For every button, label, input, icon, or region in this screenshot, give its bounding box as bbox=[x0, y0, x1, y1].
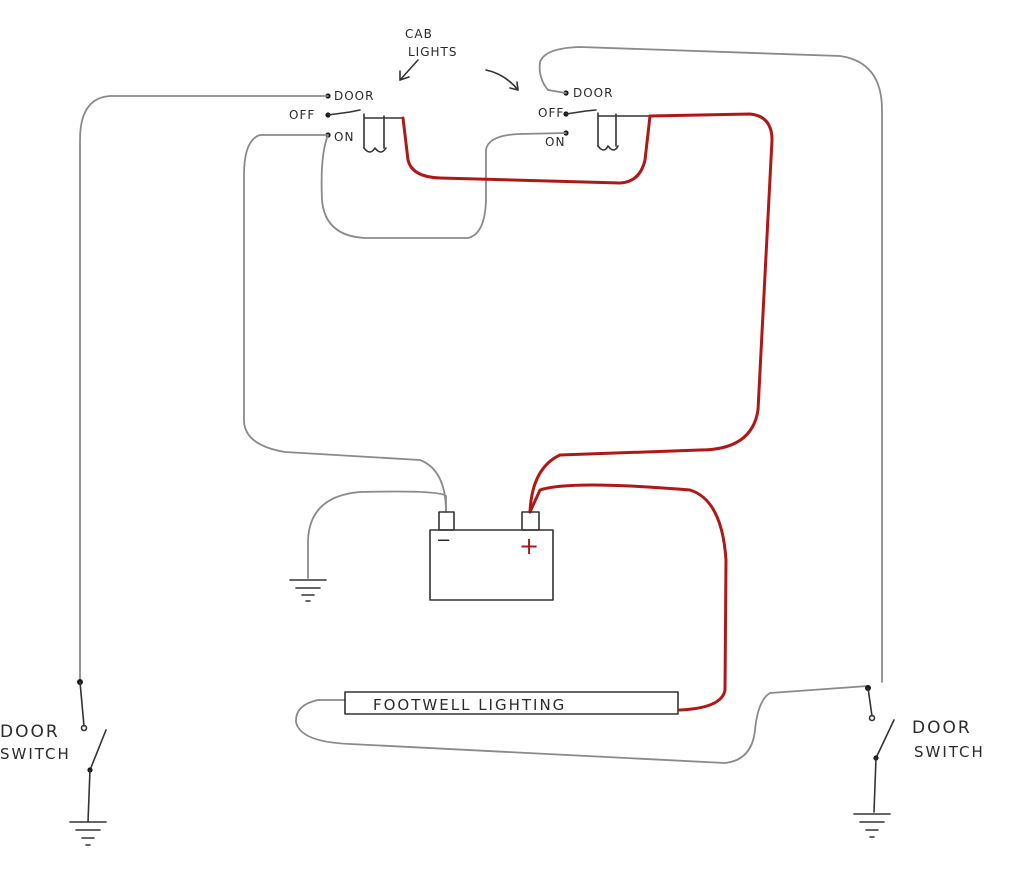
cab-lights-label-line1: CAB bbox=[405, 27, 433, 41]
wire-right-door-circuit bbox=[538, 46, 883, 683]
left-door-switch-lead bbox=[79, 681, 85, 727]
right-switch-bulb-leads bbox=[597, 112, 651, 147]
right-door-switch-label-line2: SWITCH bbox=[914, 743, 985, 761]
cab-lights-title: CAB LIGHTS bbox=[399, 27, 519, 91]
right-door-switch: DOOR SWITCH bbox=[853, 685, 985, 838]
battery-negative-post bbox=[438, 511, 455, 531]
positive-wiring bbox=[401, 112, 774, 712]
left-door-switch: DOOR SWITCH bbox=[0, 679, 107, 846]
left-switch-off-label: OFF bbox=[289, 108, 315, 122]
wire-battery-negative-ground bbox=[307, 490, 447, 579]
arrow-head-right bbox=[509, 81, 519, 91]
battery: − + bbox=[429, 511, 554, 601]
right-door-switch-lead bbox=[867, 687, 873, 717]
left-door-switch-ground-symbol bbox=[69, 769, 107, 846]
right-door-switch-blade bbox=[875, 719, 895, 759]
wire-left-switch-to-right-on bbox=[320, 132, 567, 239]
ground-wiring bbox=[79, 46, 883, 764]
battery-positive-post bbox=[521, 511, 540, 531]
left-door-switch-label-line1: DOOR bbox=[0, 722, 60, 742]
cab-lights-label-line2: LIGHTS bbox=[408, 45, 458, 59]
left-switch-door-label: DOOR bbox=[334, 89, 374, 103]
right-switch-on-label: ON bbox=[545, 135, 565, 149]
wire-left-on-to-battery-negative bbox=[243, 134, 447, 513]
left-door-switch-label-line2: SWITCH bbox=[0, 745, 71, 763]
left-switch-bulb-filament bbox=[363, 147, 387, 153]
right-cab-light-switch: DOOR OFF ON bbox=[538, 86, 651, 151]
left-door-switch-blade bbox=[89, 729, 107, 771]
wire-positive-right-switch-to-battery bbox=[528, 112, 774, 514]
left-switch-on-label: ON bbox=[334, 130, 354, 144]
right-switch-bulb-filament bbox=[597, 145, 619, 151]
wire-positive-between-switches bbox=[401, 114, 652, 185]
battery-ground-symbol bbox=[289, 579, 327, 602]
right-switch-off-label: OFF bbox=[538, 106, 564, 120]
battery-positive-sign: + bbox=[519, 532, 539, 560]
left-switch-blade bbox=[327, 109, 361, 116]
right-door-switch-ground-symbol bbox=[853, 757, 891, 838]
footwell-lighting-tube bbox=[344, 691, 679, 715]
battery-ground bbox=[289, 579, 327, 602]
wire-left-door-circuit bbox=[79, 95, 329, 683]
arrow-to-left-switch bbox=[399, 59, 419, 81]
left-door-switch-contact bbox=[80, 724, 88, 732]
right-door-switch-label-line1: DOOR bbox=[912, 718, 972, 738]
battery-negative-sign: − bbox=[436, 530, 451, 551]
arrow-head-left bbox=[399, 70, 410, 81]
left-cab-light-switch: DOOR OFF ON bbox=[289, 89, 403, 153]
right-door-switch-contact bbox=[868, 714, 876, 722]
arrow-to-right-switch bbox=[485, 69, 519, 91]
footwell-lighting-label: FOOTWELL LIGHTING bbox=[373, 696, 566, 714]
left-switch-bulb-leads bbox=[363, 113, 403, 149]
wire-footwell-to-right-door-switch bbox=[295, 685, 869, 764]
wire-positive-battery-to-footwell bbox=[528, 483, 728, 712]
right-switch-blade bbox=[565, 109, 597, 115]
right-switch-door-label: DOOR bbox=[573, 86, 613, 100]
footwell-lighting: FOOTWELL LIGHTING bbox=[344, 691, 679, 715]
battery-body bbox=[429, 529, 554, 601]
